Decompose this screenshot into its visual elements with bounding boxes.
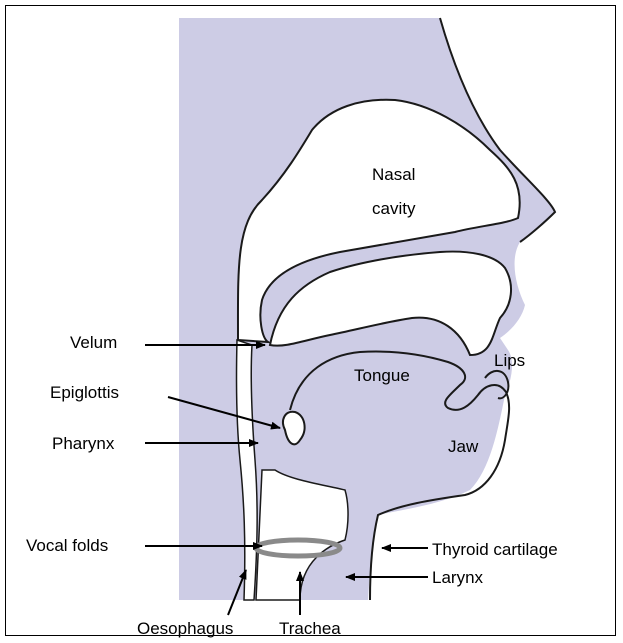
label-larynx: Larynx [432, 568, 484, 587]
label-pharynx: Pharynx [52, 434, 115, 453]
label-tongue: Tongue [354, 366, 410, 385]
label-velum: Velum [70, 333, 117, 352]
label-trachea: Trachea [279, 619, 341, 638]
label-epiglottis: Epiglottis [50, 383, 119, 402]
label-vocal-folds: Vocal folds [26, 536, 108, 555]
label-nasal-cavity-line2: cavity [372, 199, 416, 218]
label-lips: Lips [494, 351, 525, 370]
label-oesophagus: Oesophagus [137, 619, 233, 638]
label-jaw: Jaw [448, 437, 479, 456]
label-nasal-cavity-line1: Nasal [372, 165, 415, 184]
label-thyroid-cartilage: Thyroid cartilage [432, 540, 558, 559]
